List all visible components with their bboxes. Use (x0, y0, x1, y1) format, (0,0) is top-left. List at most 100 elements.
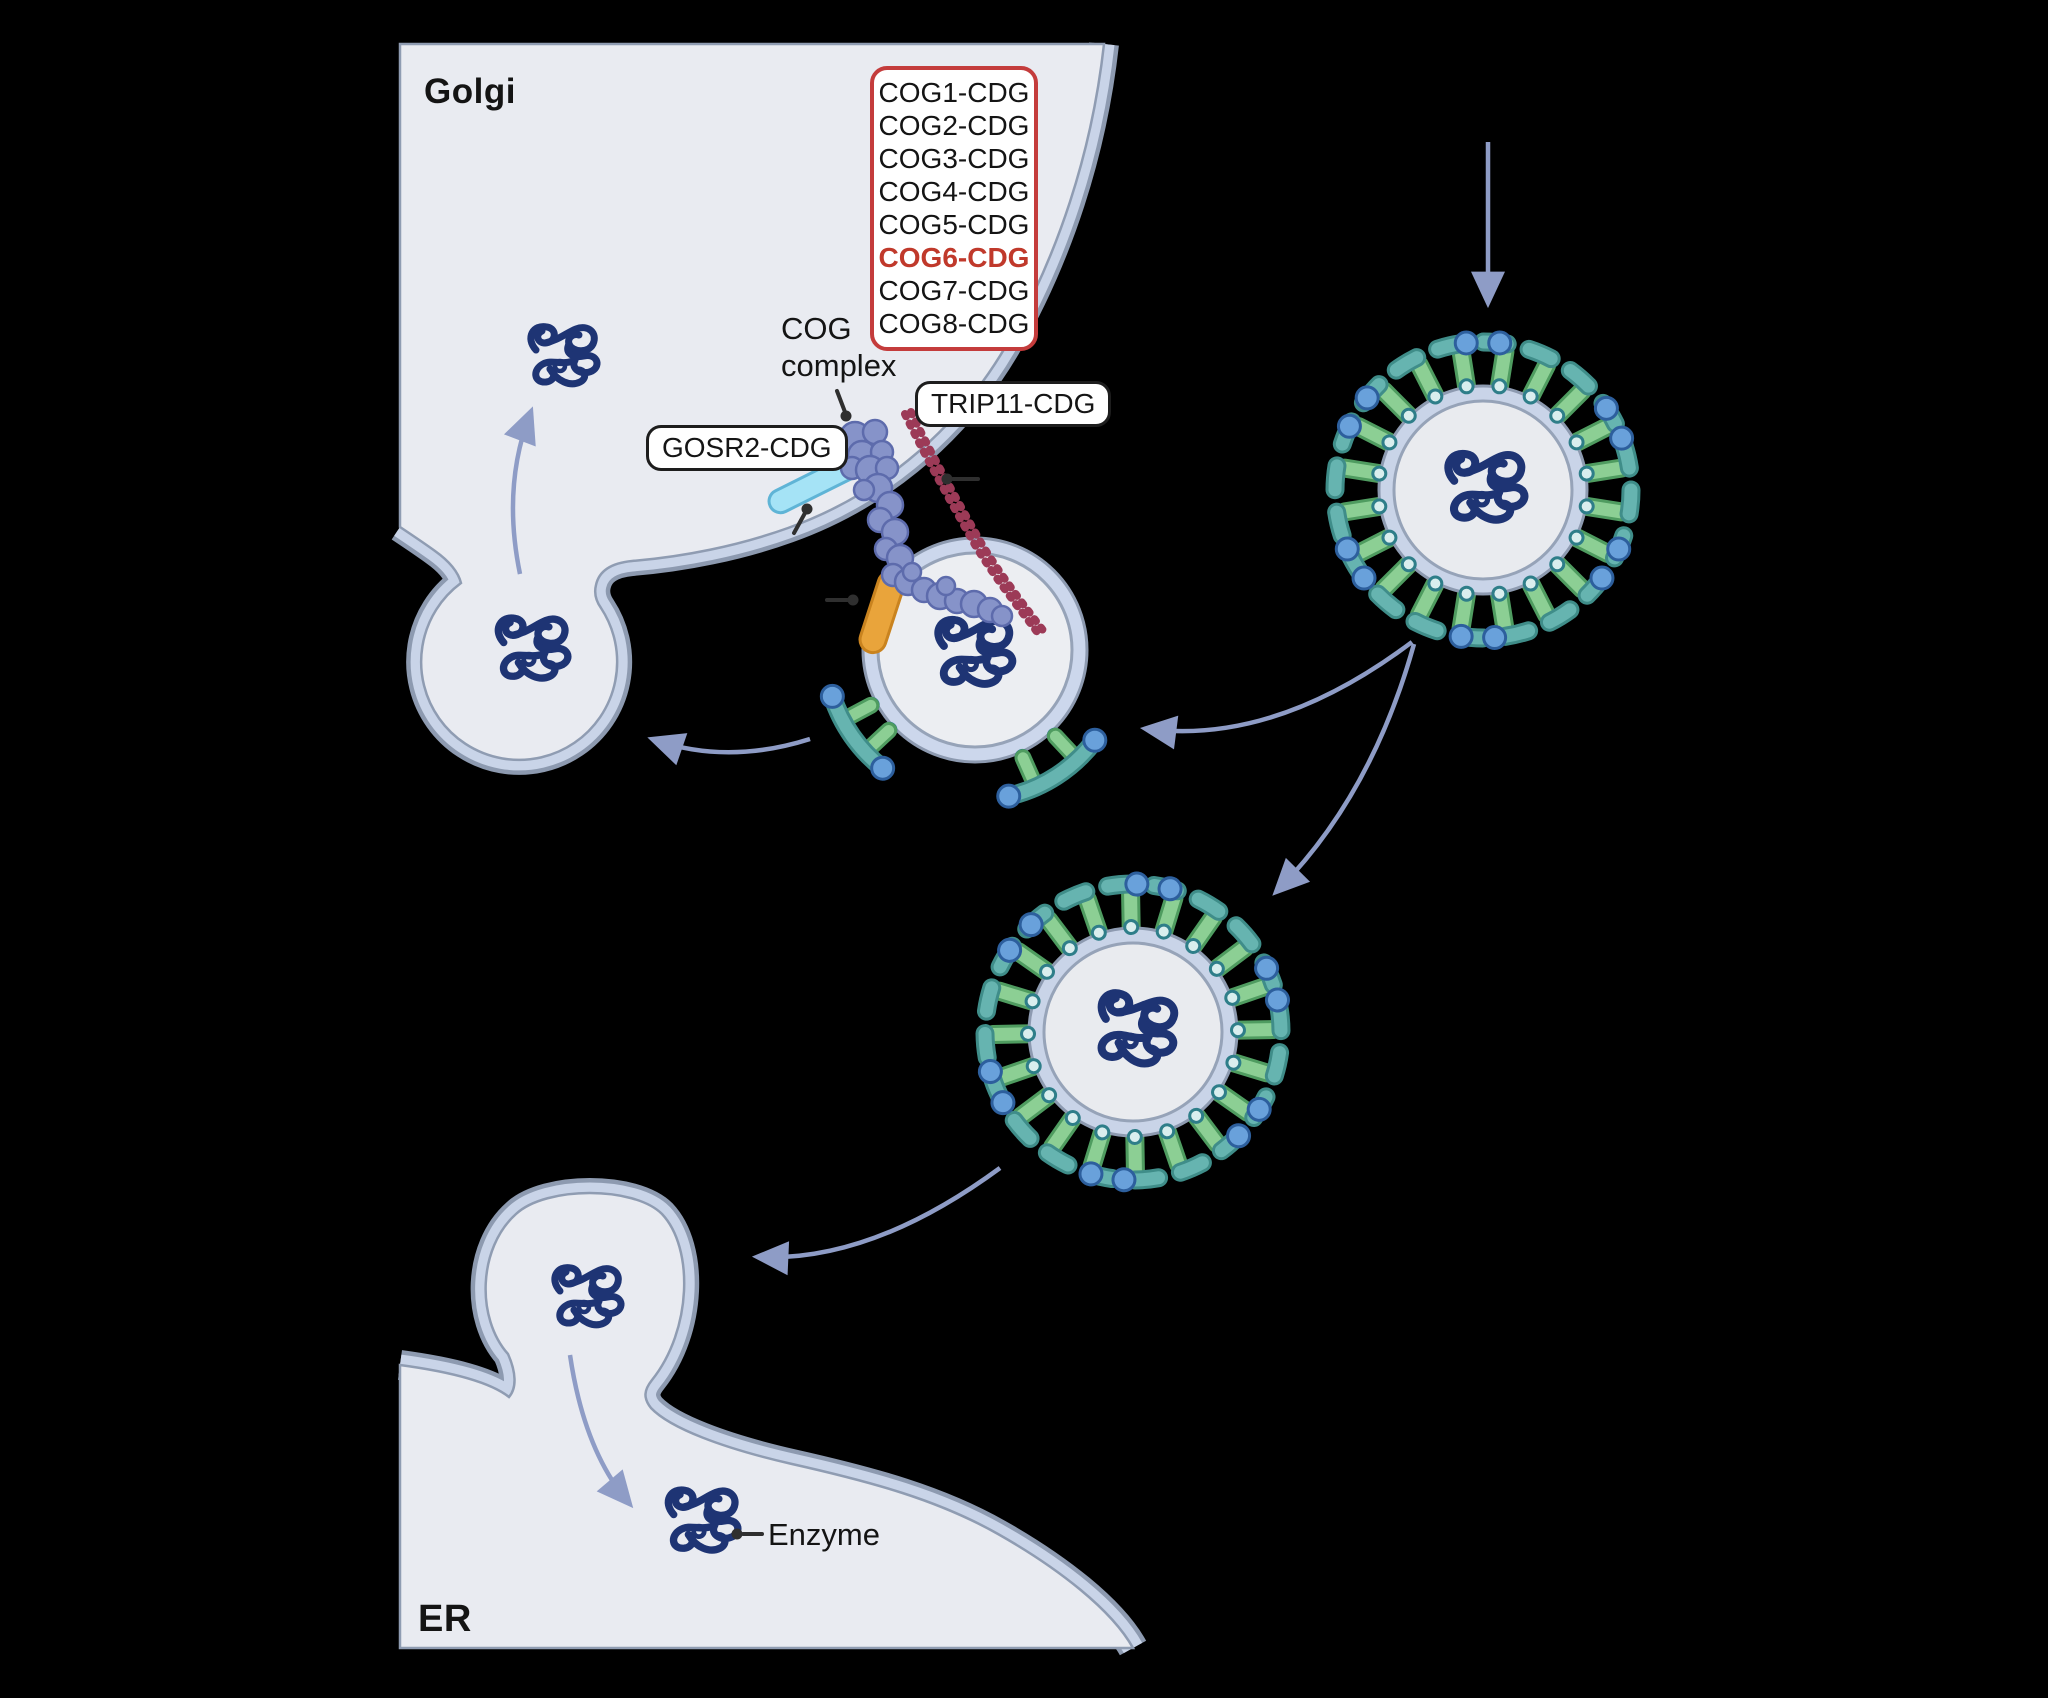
er-lumen (398, 1191, 1136, 1650)
callout-dot-pointer (941, 473, 980, 485)
coat-protein-dot (819, 683, 845, 709)
membrane-ringlet (1400, 407, 1417, 424)
transport-arrow-to-middle (1272, 643, 1417, 896)
cog-cdg-item: COG2-CDG (878, 110, 1030, 141)
membrane-ringlet (1458, 585, 1475, 602)
cog-cdg-item: COG3-CDG (878, 143, 1030, 174)
membrane-ringlet (1024, 993, 1041, 1010)
coated-vesicle-large (1325, 330, 1641, 651)
membrane-ringlet (1041, 1087, 1058, 1104)
coat-protein-dot (1018, 912, 1044, 938)
membrane-ringlet (1211, 1084, 1228, 1101)
coat-protein-dot (977, 1059, 1003, 1085)
vesicle-lumen (1392, 399, 1574, 581)
membrane-ringlet (1578, 498, 1595, 515)
membrane-ringlet (1458, 378, 1475, 395)
cog-cdg-item: COG1-CDG (878, 77, 1030, 108)
coat-protein-dot (1264, 987, 1290, 1013)
membrane-ringlet (1123, 919, 1140, 936)
membrane-ringlet (1549, 556, 1566, 573)
coat-spoke (1017, 752, 1038, 784)
transport-arrow-to-er-bud (751, 1166, 1002, 1276)
membrane-ringlet (1064, 1110, 1081, 1127)
membrane-ringlet (1427, 575, 1444, 592)
cog-cdg-item: COG4-CDG (878, 176, 1030, 207)
er-body (397, 1178, 1147, 1656)
membrane-ringlet (1094, 1124, 1111, 1141)
cog-complex-lobe (901, 561, 923, 583)
transport-arrow-to-tethered (1139, 640, 1414, 750)
membrane-ringlet (1381, 529, 1398, 546)
membrane-ringlet (1090, 924, 1107, 941)
membrane-ringlet (1208, 960, 1225, 977)
membrane-ringlet (1381, 434, 1398, 451)
callout-pointers (731, 389, 980, 1540)
er-label: ER (418, 1598, 472, 1640)
membrane-ringlet (1491, 378, 1508, 395)
coat-protein-dot (1226, 1123, 1252, 1149)
coat-spoke (867, 724, 895, 751)
membrane-ringlet (1159, 1123, 1176, 1140)
membrane-ringlet (1491, 585, 1508, 602)
coat-protein-dot (990, 1090, 1016, 1116)
coat-protein-dot (1124, 871, 1150, 897)
golgi-label: Golgi (424, 72, 516, 111)
cog-cdg-item: COG7-CDG (878, 275, 1030, 306)
transport-arrow-into-er (567, 1354, 634, 1509)
coat-protein-dot (870, 755, 896, 781)
coat-protein-dot (1334, 536, 1360, 562)
cog-complex-lobe (990, 604, 1014, 628)
coat-protein-dot (1082, 727, 1108, 753)
gosr2-cdg-label: GOSR2-CDG (646, 425, 848, 472)
membrane-ringlet (1522, 388, 1539, 405)
coat-protein-dot (1453, 330, 1479, 356)
coat-protein-dot (1589, 565, 1615, 591)
callout-dot-pointer (731, 1528, 764, 1540)
cog-cdg-item: COG5-CDG (878, 209, 1030, 240)
coat-patch (996, 727, 1108, 809)
cog-cdg-panel: COG1-CDG COG2-CDG COG3-CDG COG4-CDG COG5… (870, 66, 1038, 351)
coat-protein-dot (1246, 1096, 1272, 1122)
membrane-ringlet (1371, 498, 1388, 515)
membrane-ringlet (1185, 937, 1202, 954)
coat-protein-dot (997, 937, 1023, 963)
membrane-ringlet (1225, 1054, 1242, 1071)
coat-protein-dot (1336, 413, 1362, 439)
cog-complex-label-line1: COG (781, 311, 852, 346)
membrane-ringlet (1188, 1107, 1205, 1124)
membrane-ringlet (1061, 940, 1078, 957)
coat-protein-dot (1111, 1167, 1137, 1193)
coat-protein-dot (1606, 536, 1632, 562)
cog-complex-label-line2: complex (781, 348, 897, 383)
trip11-cdg-label: TRIP11-CDG (915, 381, 1112, 428)
membrane-ringlet (1126, 1128, 1143, 1145)
coat-protein-dot (1593, 395, 1619, 421)
cog-complex-lobe (852, 478, 876, 502)
coat-protein-dot (1157, 876, 1183, 902)
membrane-ringlet (1522, 575, 1539, 592)
membrane-ringlet (1155, 923, 1172, 940)
membrane-ringlet (1568, 434, 1585, 451)
callout-dot-pointer (835, 389, 852, 422)
tethered-vesicle (819, 536, 1108, 809)
cog-complex-label: COG complex (781, 310, 896, 384)
transport-arrow-to-golgi-bud (647, 733, 811, 766)
coat-protein-dot (1487, 330, 1513, 356)
membrane-ringlet (1020, 1025, 1037, 1042)
coat-protein-dot (1482, 625, 1508, 651)
coat-protein-dot (1078, 1161, 1104, 1187)
coat-protein-dot (1254, 955, 1280, 981)
coat-protein-dot (1448, 623, 1474, 649)
vesicle-lumen (1042, 941, 1224, 1123)
cog-complex-lobe (935, 575, 957, 597)
membrane-ringlet (1371, 465, 1388, 482)
membrane-ringlet (1038, 963, 1055, 980)
membrane-ringlet (1229, 1022, 1246, 1039)
cog-cdg-item-highlighted: COG6-CDG (878, 242, 1030, 273)
cog-complex-shape (838, 418, 1014, 628)
residual-coat-patches (819, 683, 1108, 809)
membrane-ringlet (1224, 989, 1241, 1006)
membrane-ringlet (1400, 556, 1417, 573)
